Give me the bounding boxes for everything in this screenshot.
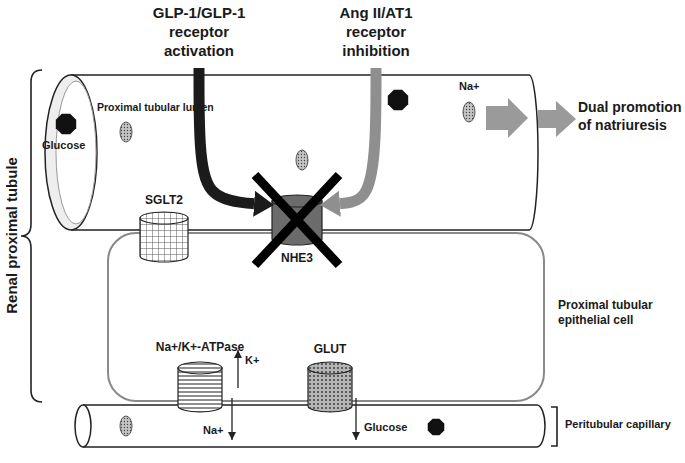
cylinder-top xyxy=(308,362,352,374)
transporter-cylinder: SGLT2 xyxy=(140,212,188,262)
solute-label: Glucose xyxy=(42,139,85,153)
node-label: Proximal tubular lumen xyxy=(97,101,214,114)
cylinder-top xyxy=(140,212,188,224)
tubule-bracket xyxy=(21,70,42,402)
pathway-arrow xyxy=(538,110,556,128)
node-outline xyxy=(75,405,545,447)
node-label: NHE3 xyxy=(247,251,347,266)
capillary-bracket xyxy=(551,407,557,446)
tube-opening-inner xyxy=(56,81,96,224)
bracket-label: Renal proximal tubule xyxy=(3,135,22,335)
ion-label: Na+ xyxy=(459,80,480,94)
ion-label: K+ xyxy=(245,354,259,368)
node-label: GLUT xyxy=(280,342,380,357)
outcome-text: Dual promotion of natriuresis xyxy=(578,99,685,139)
ion-label: Na+ xyxy=(203,424,224,438)
node-label: Na+/K+-ATPase xyxy=(140,340,260,355)
node-label: Dual promotion of natriuresis xyxy=(578,99,685,134)
tube-opening xyxy=(45,75,97,230)
node-label: Proximal tubular epithelial cell xyxy=(558,298,683,328)
cylinder-body xyxy=(272,201,322,245)
transporter-cylinder: GLUT xyxy=(308,362,352,412)
capillary-tube: Peritubular capillary xyxy=(75,405,545,447)
cylinder-top xyxy=(178,362,222,374)
cylinder-body xyxy=(308,368,352,412)
node-label: GLP-1/GLP-1 receptor activation xyxy=(149,4,249,60)
node-label: SGLT2 xyxy=(114,193,214,208)
node-label: Peritubular capillary xyxy=(565,418,671,432)
cylinder-body xyxy=(140,218,188,262)
node-outline xyxy=(178,362,222,412)
epithelial-cell: Proximal tubular epithelial cellSGLT2NHE… xyxy=(107,232,545,402)
node-label: Ang II/AT1 receptor inhibition xyxy=(326,4,426,60)
node-outline xyxy=(140,212,188,262)
trigger-text: GLP-1/GLP-1 receptor activation xyxy=(149,4,249,64)
tube-body xyxy=(83,405,545,447)
tube-body xyxy=(71,75,538,230)
trigger-text: Ang II/AT1 receptor inhibition xyxy=(326,4,426,64)
node-outline xyxy=(272,195,322,245)
transporter-cylinder: NHE3 xyxy=(272,195,322,245)
cylinder-body xyxy=(178,368,222,412)
pump-cylinder: Na+/K+-ATPase xyxy=(178,362,222,412)
cylinder-top xyxy=(272,195,322,207)
tube-end xyxy=(75,405,91,447)
solute-label: Glucose xyxy=(364,421,407,435)
node-outline xyxy=(308,362,352,412)
